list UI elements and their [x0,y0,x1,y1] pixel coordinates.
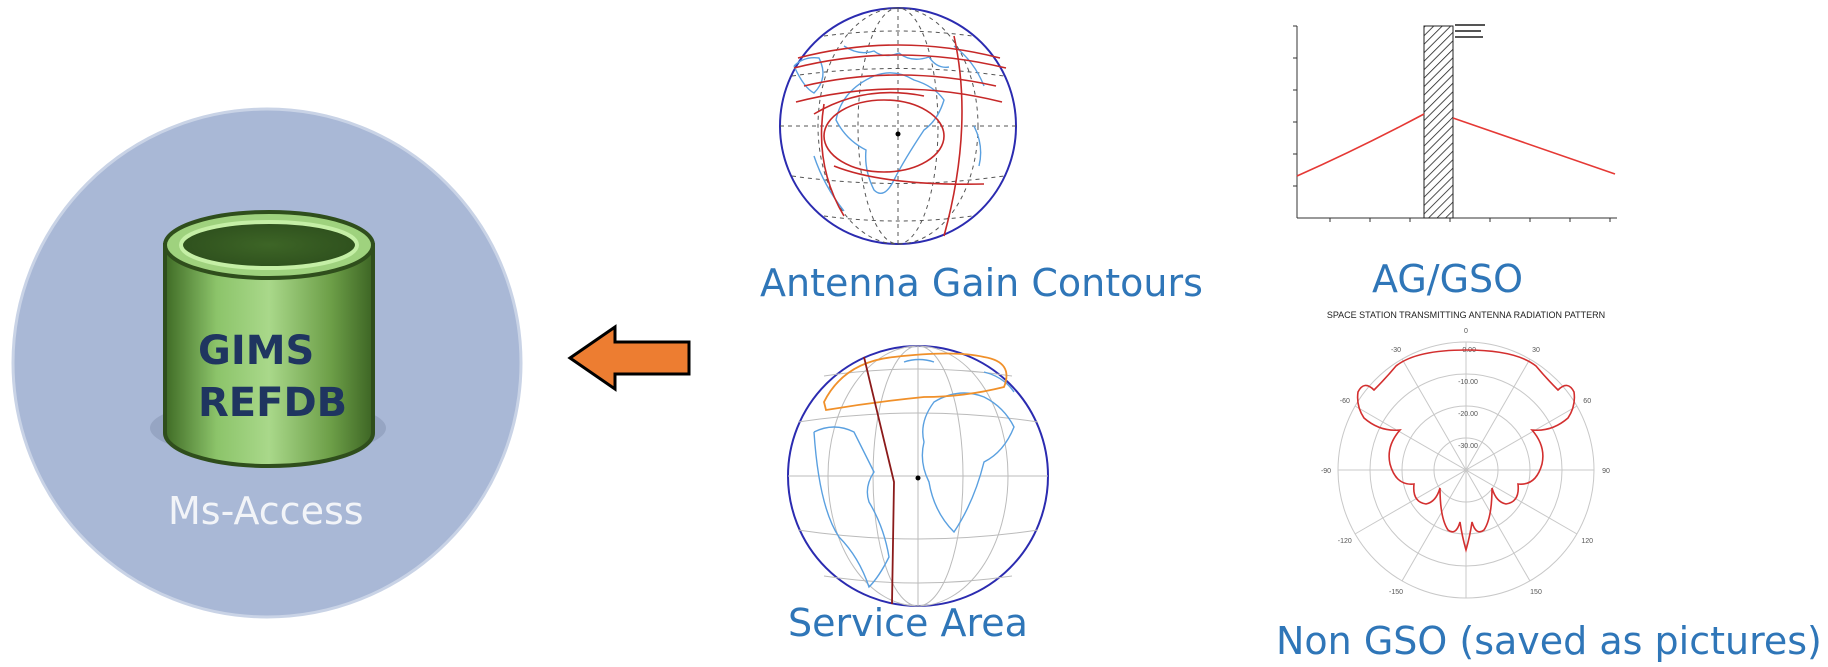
left-arrow-icon [567,324,691,392]
non-gso-caption: Non GSO (saved as pictures) [1276,619,1822,663]
non-gso-polar-chart: SPACE STATION TRANSMITTING ANTENNA RADIA… [1306,306,1626,606]
polar-angle-label: -120 [1338,538,1352,545]
antenna-gain-contours-globe [779,7,1017,245]
service-area-caption: Service Area [788,601,1028,645]
polar-angle-label: -90 [1321,468,1331,475]
antenna-gain-contours-caption: Antenna Gain Contours [760,261,1203,305]
ag-gso-chart [1280,18,1620,240]
polar-angle-label: 60 [1583,398,1591,405]
polar-angle-label: 30 [1532,347,1540,354]
polar-angle-label: -60 [1340,398,1350,405]
service-area-globe [787,345,1049,607]
database-panel [11,107,523,619]
polar-angle-label: 0 [1464,328,1468,335]
radiation-pattern-curve [1356,349,1576,553]
polar-angle-label: -30 [1391,347,1401,354]
database-cylinder-icon [163,210,375,468]
polar-ring-label: -10.00 [1458,379,1478,386]
polar-angle-label: 150 [1530,589,1542,596]
polar-angle-label: 120 [1581,538,1593,545]
database-name-line1: GIMS [198,328,315,374]
polar-angle-label: -150 [1389,589,1403,596]
polar-ring-label: -30.00 [1458,443,1478,450]
database-name-line2: REFDB [198,380,348,426]
polar-ring-label: -20.00 [1458,411,1478,418]
database-platform-label: Ms-Access [168,489,364,533]
polar-angle-label: 90 [1602,468,1610,475]
polar-chart-title: SPACE STATION TRANSMITTING ANTENNA RADIA… [1327,310,1605,320]
ag-gso-caption: AG/GSO [1372,257,1524,301]
